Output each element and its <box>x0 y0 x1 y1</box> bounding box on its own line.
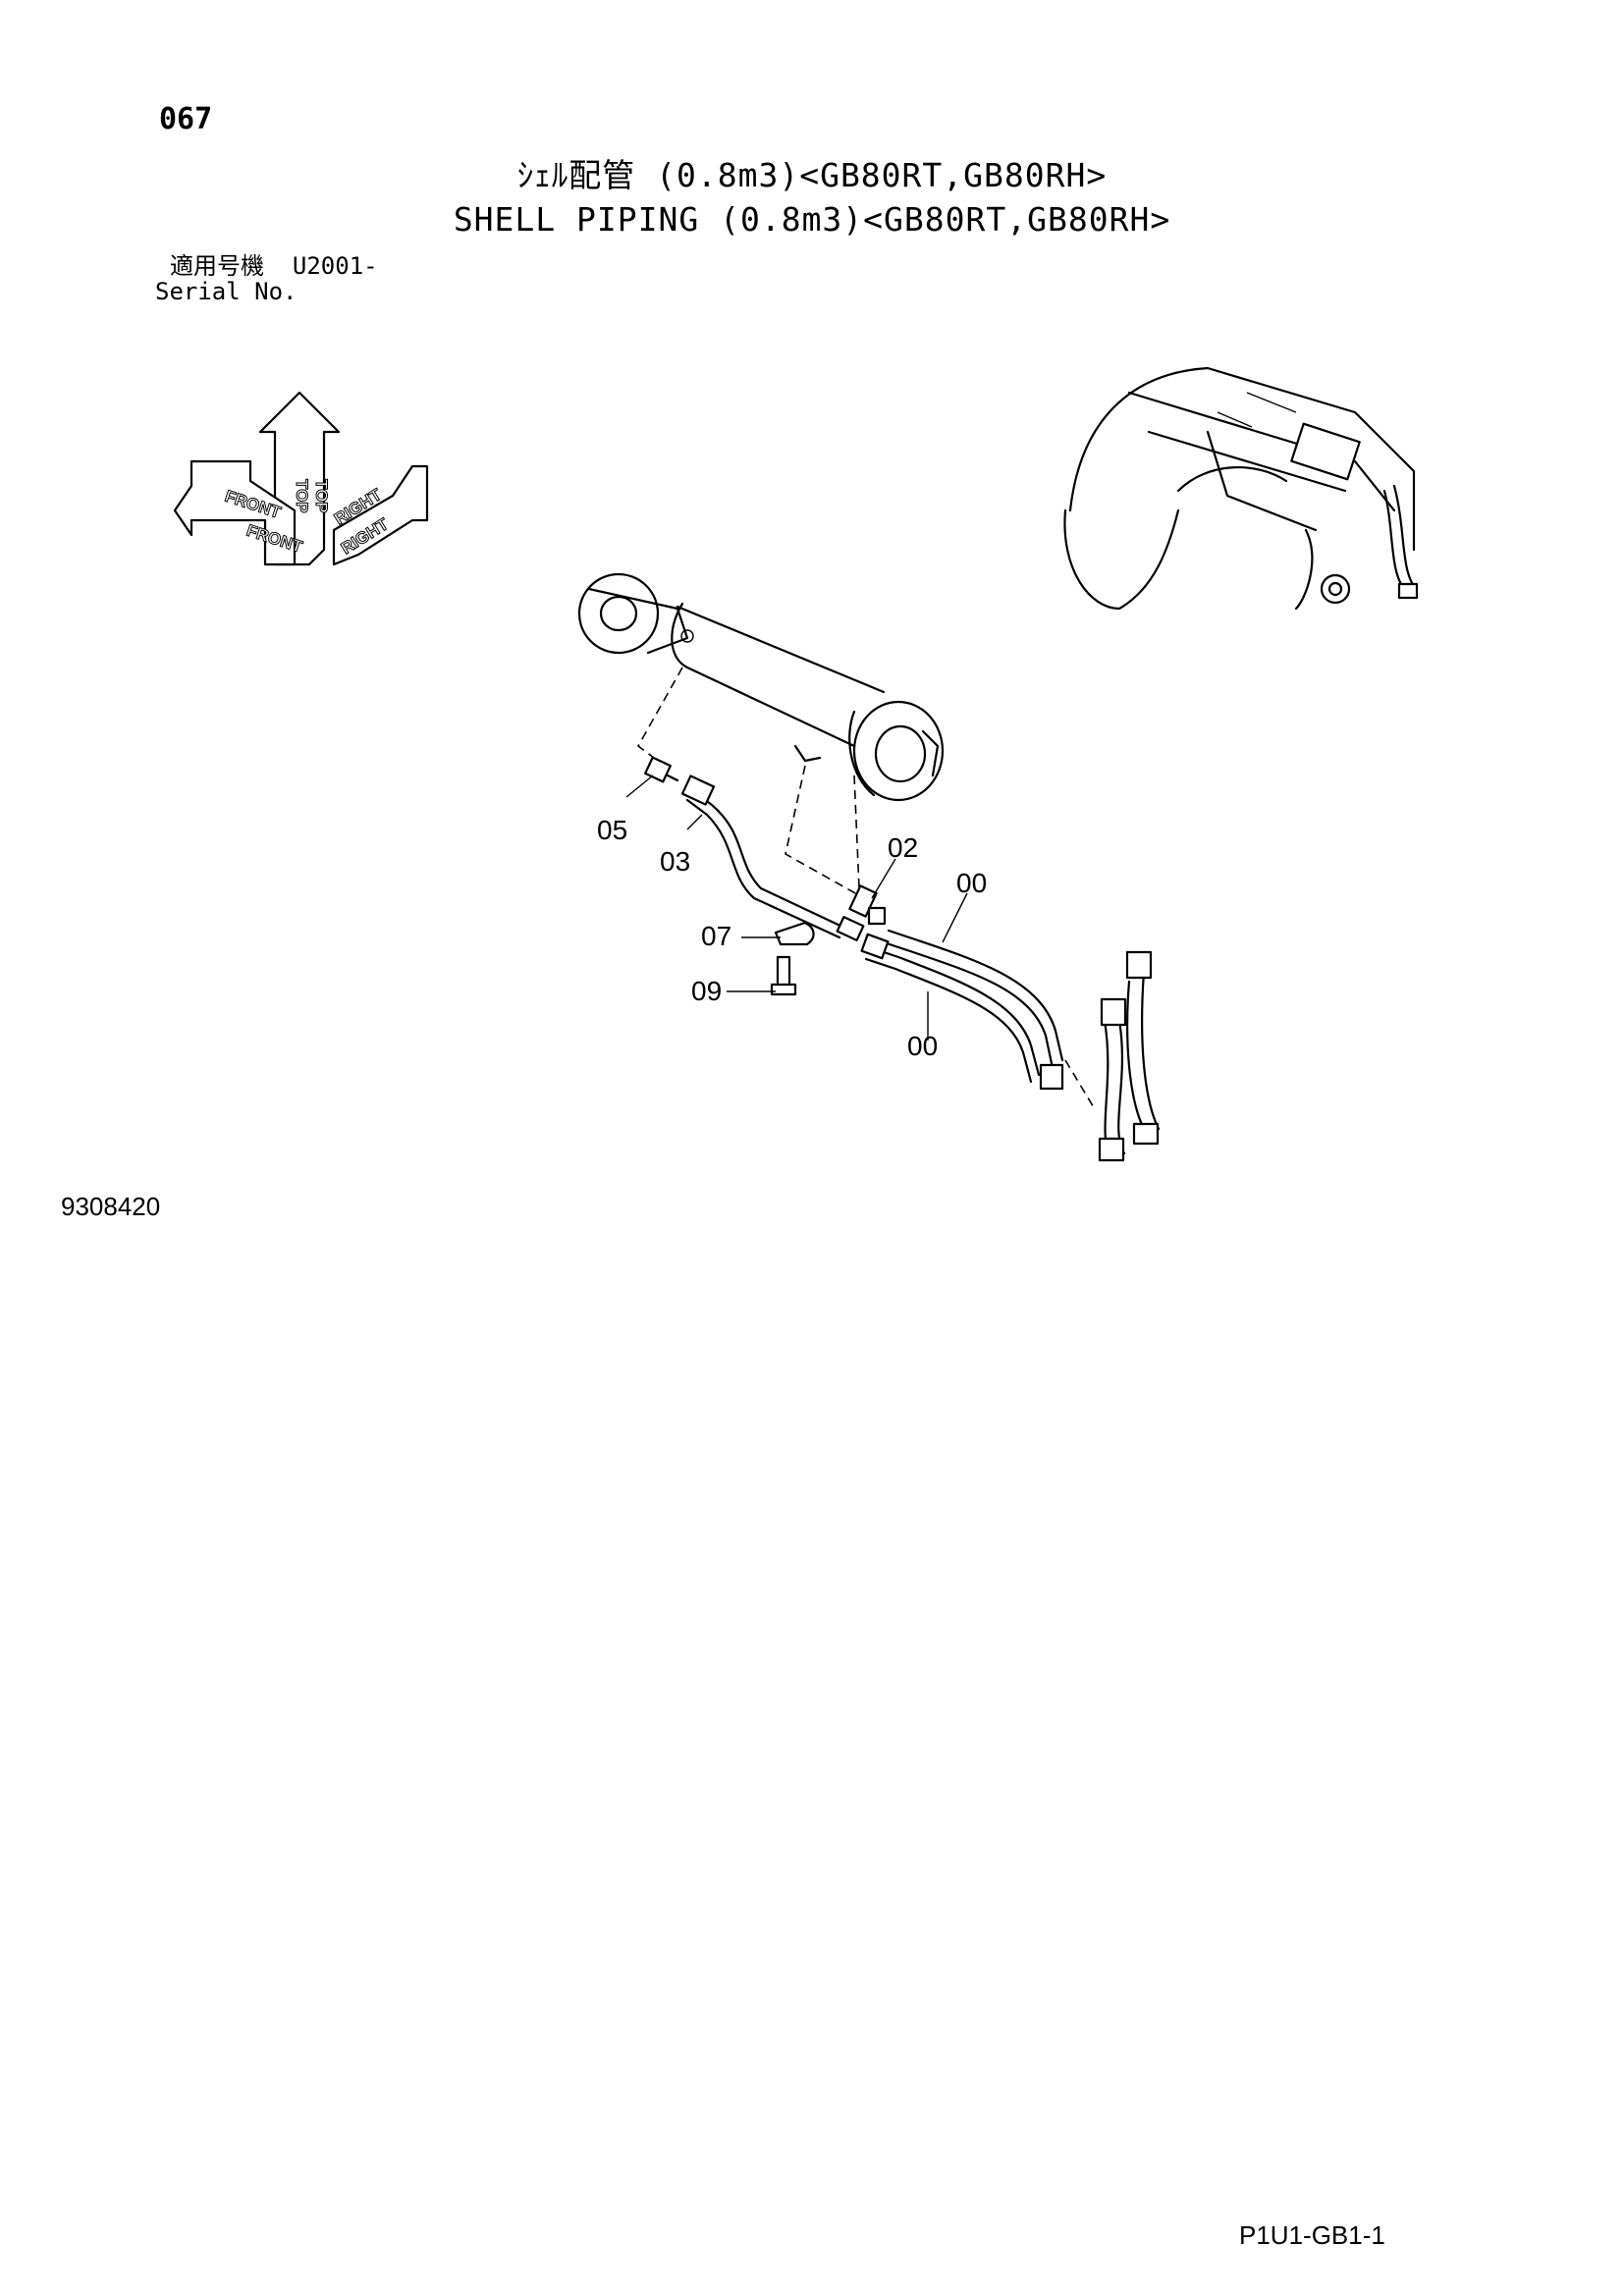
serial-value: U2001- <box>292 252 378 280</box>
page-number: 067 <box>159 102 213 136</box>
elbow-02 <box>848 884 887 926</box>
bucket-assembly-illustration <box>1063 366 1419 611</box>
orientation-indicator-icon: FRONT FRONT TOP TOP RIGHT RIGHT <box>173 391 429 566</box>
title-english: SHELL PIPING (0.8m3)<GB80RT,GB80RH> <box>453 200 1171 239</box>
callout-00-upper: 00 <box>956 868 988 898</box>
title-japanese: ｼｪﾙ配管 (0.8m3)<GB80RT,GB80RH> <box>516 156 1108 194</box>
pipe-03 <box>680 774 865 941</box>
callout-03: 03 <box>660 846 691 877</box>
drawing-number: 9308420 <box>61 1192 161 1221</box>
hose-ends <box>1098 950 1161 1162</box>
serial-line-jp: 適用号機 U2001- <box>170 253 378 279</box>
callout-05: 05 <box>597 815 628 845</box>
cylinder-illustration <box>577 572 945 802</box>
callout-09: 09 <box>691 976 723 1006</box>
callout-00-lower: 00 <box>907 1031 939 1061</box>
callout-02: 02 <box>888 832 919 863</box>
clamp-07 <box>774 921 815 946</box>
bolt-09 <box>770 955 797 996</box>
hoses-00 <box>860 929 1064 1091</box>
orient-top-label-2: TOP <box>312 479 331 513</box>
page-code: P1U1-GB1-1 <box>1239 2220 1385 2250</box>
serial-label-jp: 適用号機 <box>170 252 264 280</box>
adapter-05 <box>644 756 679 783</box>
orient-top-label: TOP <box>293 479 311 513</box>
serial-label-en: Serial No. <box>155 278 298 305</box>
callout-07: 07 <box>701 921 732 951</box>
